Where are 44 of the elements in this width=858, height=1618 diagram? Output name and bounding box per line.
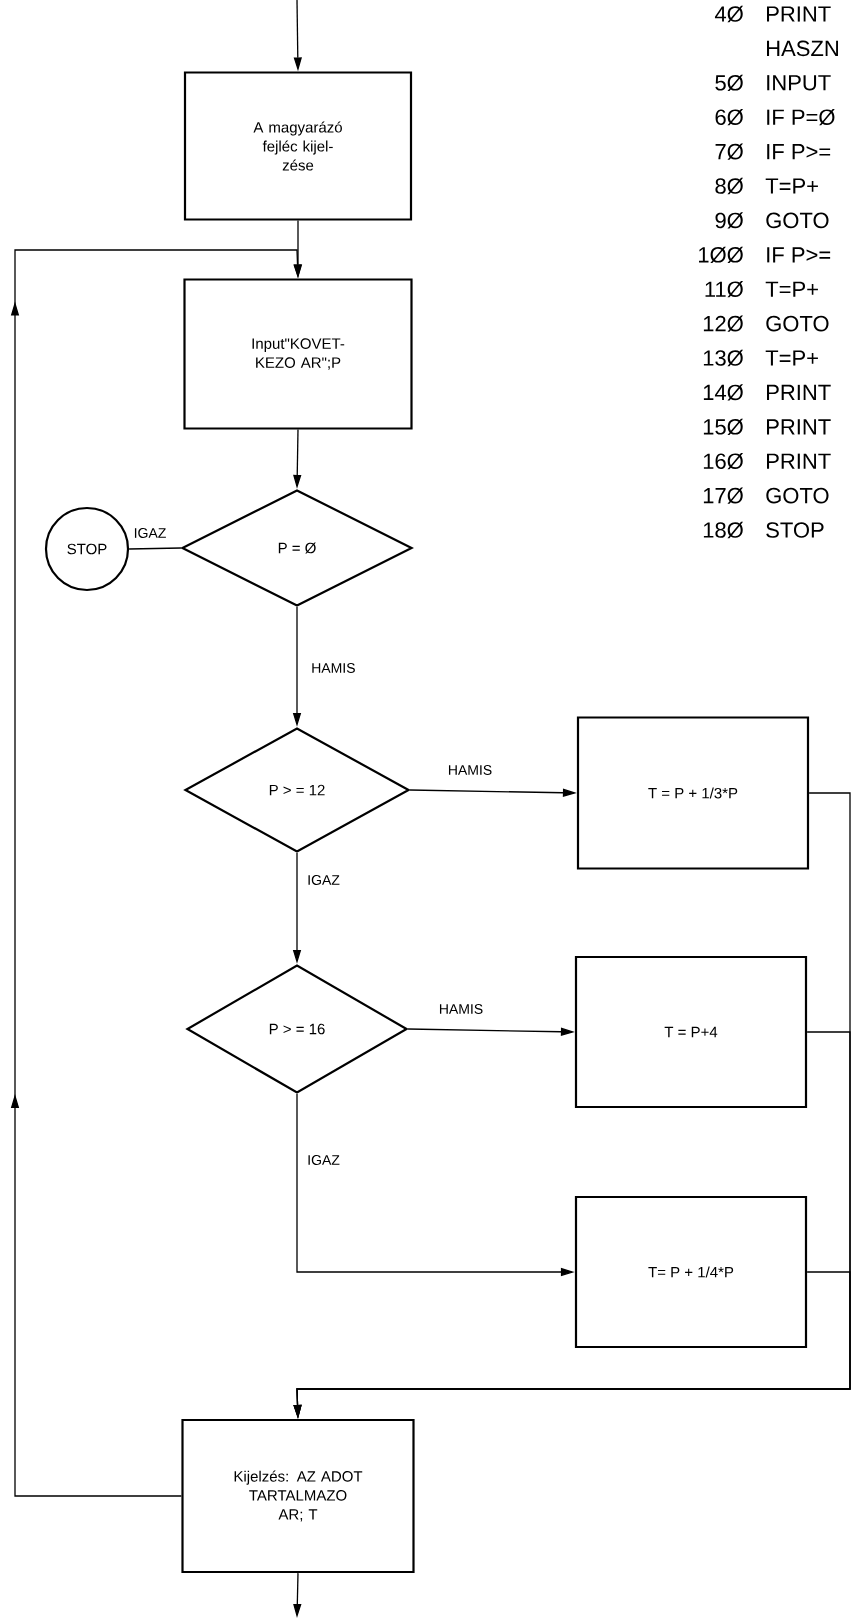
line-number: 7Ø bbox=[715, 143, 744, 160]
line-number: 9Ø bbox=[715, 212, 744, 229]
line-number: 18Ø bbox=[703, 521, 744, 539]
code-statement: IF P>= bbox=[767, 247, 831, 263]
edge-label: HAMIS bbox=[437, 1003, 485, 1015]
process-box: T= P + 1/4*P bbox=[574, 1195, 808, 1349]
code-statement: STOP bbox=[766, 522, 824, 538]
code-statement: PRINT bbox=[767, 453, 831, 469]
edge-label: IGAZ bbox=[132, 527, 168, 539]
code-statement: GOTO bbox=[766, 487, 829, 504]
process-box: T = P+4 bbox=[574, 955, 808, 1109]
code-statement: GOTO bbox=[766, 315, 829, 332]
arrow bbox=[10, 249, 302, 1497]
process-box: Kijelzés: AZ ADOT TARTALMAZO AR; T bbox=[181, 1418, 415, 1574]
code-statement: T=P+ bbox=[765, 350, 818, 366]
edge-label: IGAZ bbox=[306, 1154, 341, 1166]
line-number: 12Ø bbox=[703, 315, 744, 332]
line-number: 5Ø bbox=[715, 74, 744, 91]
line-number: 16Ø bbox=[703, 453, 744, 470]
edge-label: IGAZ bbox=[306, 874, 341, 886]
edge-label: HAMIS bbox=[446, 764, 494, 776]
code-statement: HASZN bbox=[767, 40, 838, 57]
code-statement: PRINT bbox=[767, 419, 831, 435]
line-number: 17Ø bbox=[703, 487, 744, 504]
process-box: A magyarázó fejléc kijel- zése bbox=[183, 71, 413, 221]
process-box: Input"KOVET- KEZO AR";P bbox=[183, 278, 413, 430]
line-number: 11Ø bbox=[705, 281, 744, 298]
line-number: 6Ø bbox=[715, 109, 744, 126]
line-number: 13Ø bbox=[703, 349, 744, 367]
line-number: 1ØØ bbox=[699, 246, 744, 263]
code-statement: GOTO bbox=[766, 212, 829, 229]
code-statement: T=P+ bbox=[765, 281, 818, 297]
code-statement: PRINT bbox=[767, 384, 831, 400]
process-box: T = P + 1/3*P bbox=[576, 716, 810, 870]
line-number: 14Ø bbox=[703, 384, 744, 401]
line-number: 8Ø bbox=[715, 177, 744, 195]
code-statement: INPUT bbox=[767, 75, 831, 91]
code-statement: PRINT bbox=[767, 6, 831, 22]
line-number: 15Ø bbox=[703, 418, 744, 435]
code-statement: IF P=Ø bbox=[767, 109, 835, 126]
edge-label: HAMIS bbox=[310, 662, 357, 674]
code-statement: IF P>= bbox=[767, 144, 831, 160]
line-number: 4Ø bbox=[714, 5, 744, 23]
code-statement: T=P+ bbox=[765, 178, 818, 194]
